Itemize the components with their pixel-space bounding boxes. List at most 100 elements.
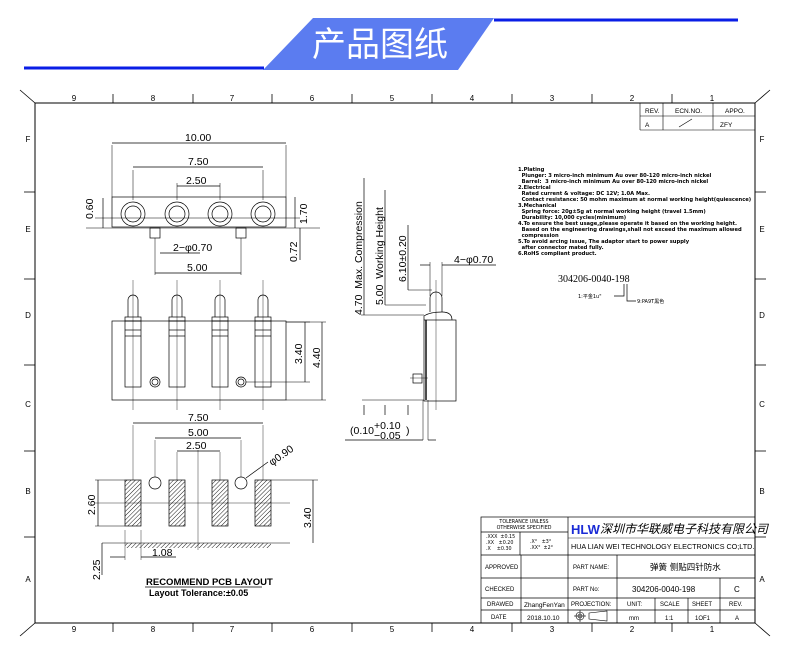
banner-title-background xyxy=(263,18,494,70)
company-name-en: HUA LIAN WEI TECHNOLOGY ELECTRONICS CO;L… xyxy=(571,542,754,551)
row-label: D xyxy=(25,311,31,320)
dim-offset-plus: +0.10 xyxy=(374,420,401,432)
revision-header-rev: REV. xyxy=(645,108,660,115)
note-line: 5.To avoid arcing issue, The adaptor sta… xyxy=(518,239,690,245)
checked-label: CHECKED xyxy=(485,587,515,593)
note-line: Barrel: 3 micro-inch minimum Au over 80-… xyxy=(518,179,708,185)
company-logo: HLW xyxy=(571,522,601,537)
dim-free-height: 6.10±0.20 xyxy=(397,235,409,282)
column-label: 5 xyxy=(390,94,395,103)
sheet-label: SHEET xyxy=(692,602,712,608)
sheet-value: 1OF1 xyxy=(695,616,711,622)
date-value: 2018.10.10 xyxy=(527,615,560,622)
row-label: F xyxy=(26,135,31,144)
part-code-callout: 304206-0040-198 1:平金1u" 9:PA9T黑色 xyxy=(558,274,664,305)
column-label: 4 xyxy=(470,625,475,634)
pin-circles xyxy=(120,201,276,227)
row-label: D xyxy=(759,311,765,320)
dim-front-outer-height: 4.40 xyxy=(311,347,323,368)
projection-label: PROJECTION: xyxy=(571,602,612,608)
column-label: 3 xyxy=(550,625,555,634)
column-label: 6 xyxy=(310,625,315,634)
tolerance-linear: .XXX ±0.15 xyxy=(486,534,515,540)
part-name-label: PART NAME: xyxy=(573,565,609,571)
dim-offset-base: (0.10 xyxy=(350,425,374,437)
drawed-label: DRAWED xyxy=(487,602,514,608)
revision-header-appo: APPO. xyxy=(725,108,745,115)
projection-symbol-icon xyxy=(574,610,608,622)
title-block: TOLERANCE UNLESS OTHERWISE SPECIFIED .XX… xyxy=(480,516,769,624)
column-label: 4 xyxy=(470,94,475,103)
scale-label: SCALE xyxy=(660,602,680,608)
note-line: Durability: 10,000 cycles(minimum) xyxy=(518,215,626,221)
top-view xyxy=(86,142,320,275)
row-label: A xyxy=(25,575,31,584)
unit-label: UNIT: xyxy=(627,602,642,608)
row-label: F xyxy=(760,135,765,144)
note-line: 1.Plating xyxy=(518,167,545,173)
column-label: 9 xyxy=(72,94,77,103)
pcb-layout-tolerance: Layout Tolerance:±0.05 xyxy=(149,588,248,598)
column-label: 3 xyxy=(550,94,555,103)
part-no-label: PART No: xyxy=(573,587,600,593)
rev-value: A xyxy=(735,616,739,622)
row-ticks xyxy=(24,191,766,538)
rev-label: REV. xyxy=(729,602,743,608)
column-label: 1 xyxy=(710,94,715,103)
dim-height-right: 1.70 xyxy=(298,203,310,224)
note-line: 4.To ensure the best usage,please operat… xyxy=(518,221,737,227)
pcb-dim-pad-length: 2.60 xyxy=(86,494,98,515)
tolerance-header: OTHERWISE SPECIFIED xyxy=(497,525,552,531)
column-label: 1 xyxy=(710,625,715,634)
tolerance-linear: .X ±0.30 xyxy=(486,546,512,552)
side-view xyxy=(345,178,496,441)
note-line: 6.RoHS compliant product. xyxy=(518,251,597,257)
part-code-number: 304206-0040-198 xyxy=(558,274,630,285)
pcb-dim-pad-width: 1.08 xyxy=(152,547,173,559)
note-line: 3.Mechanical xyxy=(518,203,557,209)
row-label: E xyxy=(25,225,30,234)
dim-outer-pitch: 7.50 xyxy=(188,156,209,168)
row-label: C xyxy=(759,400,765,409)
pcb-dim-pitch: 2.50 xyxy=(186,440,207,452)
note-line: compression xyxy=(518,233,559,239)
revision-value-appo: ZFY xyxy=(720,122,733,129)
tolerance-angular: .XX° ±2° xyxy=(530,545,553,551)
row-label: B xyxy=(25,487,30,496)
column-label: 6 xyxy=(310,94,315,103)
note-line: 2.Electrical xyxy=(518,185,551,191)
tolerance-angular: .X° ±3° xyxy=(530,539,551,545)
column-label: 5 xyxy=(390,625,395,634)
company-name-cn: 深圳市华联威电子科技有限公司 xyxy=(600,522,769,536)
pogo-pins xyxy=(124,294,272,388)
part-name-value: 弹簧 侧贴四针防水 xyxy=(650,562,721,573)
dim-height-left: 0.60 xyxy=(84,198,96,219)
dim-front-inner-height: 3.40 xyxy=(293,343,305,364)
drawing-frame xyxy=(34,102,756,624)
note-line: Spring force: 20g±5g at normal working h… xyxy=(518,209,706,215)
part-no-value: 304206-0040-198 xyxy=(632,585,696,594)
scale-value: 1:1 xyxy=(665,616,674,622)
part-code-callout-material: 9:PA9T黑色 xyxy=(637,298,664,305)
column-ticks xyxy=(112,94,673,632)
dim-working-height: 5.00 Working Height xyxy=(374,207,386,305)
front-view xyxy=(111,280,326,410)
revision-header-ecn: ECN.NO. xyxy=(675,108,702,115)
pcb-dim-edge-offset: 2.25 xyxy=(91,559,103,580)
technical-notes: 1.Plating Plunger: 3 micro-inch minimum … xyxy=(518,167,751,257)
dim-pitch: 2.50 xyxy=(186,175,207,187)
column-label: 7 xyxy=(230,94,235,103)
note-line: Contact resistance: 50 mohm maximum at n… xyxy=(518,197,751,203)
pcb-dim-post-spacing: 5.00 xyxy=(188,427,209,439)
tolerance-header: TOLERANCE UNLESS xyxy=(498,519,548,525)
dim-overall-width: 10.00 xyxy=(185,132,211,144)
pcb-layout-title: RECOMMEND PCB LAYOUT xyxy=(146,577,273,588)
part-rev-value: C xyxy=(734,585,740,594)
date-label: DATE xyxy=(491,615,507,621)
column-label: 2 xyxy=(630,625,635,634)
approved-label: APPROVED xyxy=(485,565,519,571)
pcb-layout-view xyxy=(95,422,318,588)
dim-post-spacing: 5.00 xyxy=(187,262,208,274)
row-label: C xyxy=(25,400,31,409)
